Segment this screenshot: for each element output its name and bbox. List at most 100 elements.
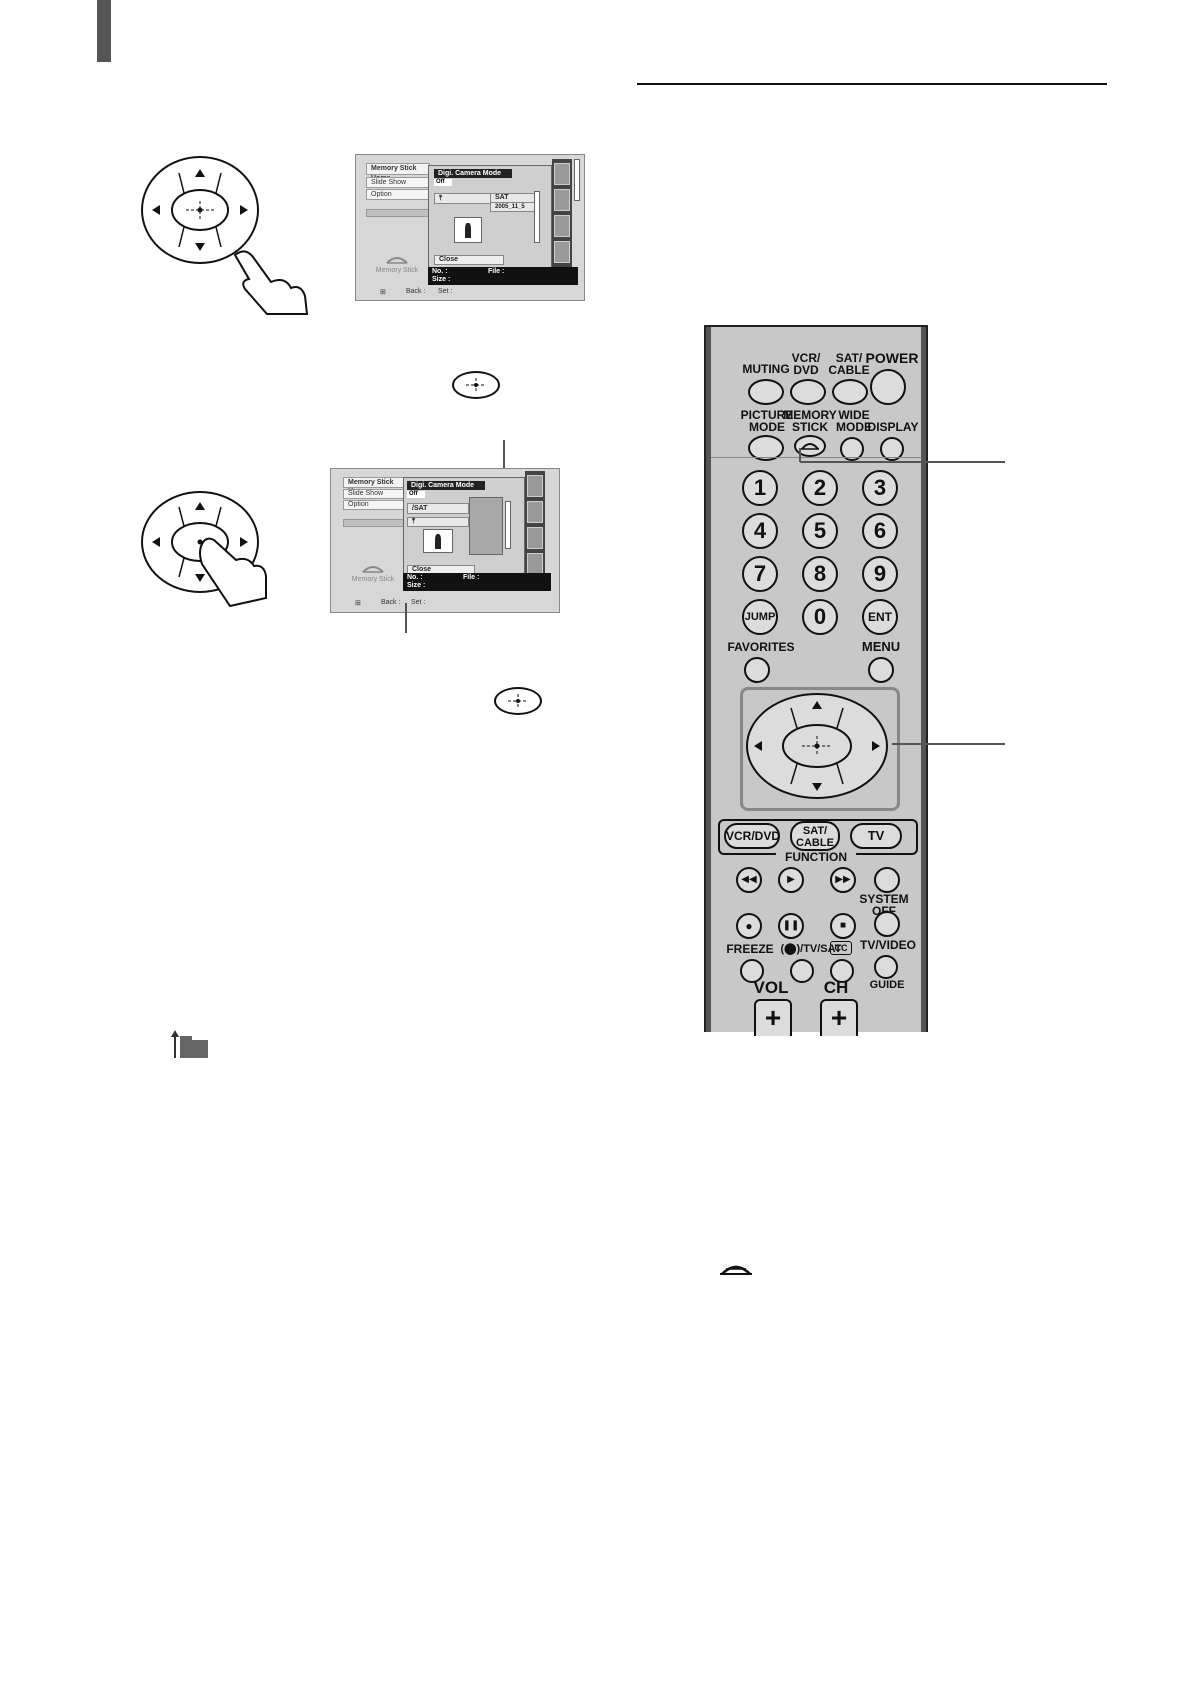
number-9-button[interactable]: 9: [862, 556, 898, 592]
camera-mode-label: Digi. Camera Mode: [407, 481, 485, 490]
footer-back: Back :: [406, 288, 426, 295]
tv-video-label: TV/VIDEO: [859, 938, 916, 952]
muting-button[interactable]: [748, 379, 784, 405]
number-3-button[interactable]: 3: [862, 470, 898, 506]
photo-thumbnail[interactable]: [454, 217, 482, 243]
vcr-dvd-button[interactable]: [790, 379, 826, 405]
pause-button[interactable]: ❚❚: [778, 913, 804, 939]
callout-dpad: [892, 743, 1005, 745]
photo-thumbnail[interactable]: [423, 529, 453, 553]
favorites-label: FAVORITES: [727, 640, 795, 654]
progress-bar: [366, 209, 430, 217]
number-8-button[interactable]: 8: [802, 556, 838, 592]
tv-sat-button[interactable]: [790, 959, 814, 983]
section-rule: [637, 83, 1107, 85]
memory-stick-logo-icon: [386, 257, 408, 264]
page-tab-marker: [97, 0, 111, 62]
footer-set: Set :: [411, 599, 426, 606]
dpad-press-center-illustration: [141, 491, 267, 608]
filmstrip-scrollbar[interactable]: [574, 159, 580, 201]
display-label: DISPLAY: [867, 420, 919, 434]
number-6-button[interactable]: 6: [862, 513, 898, 549]
remote-dpad[interactable]: [744, 691, 890, 801]
camera-mode-label: Digi. Camera Mode: [434, 169, 512, 178]
number-1-button[interactable]: 1: [742, 470, 778, 506]
vol-label: VOL: [753, 978, 789, 997]
folder-date: 2005_11_5: [490, 202, 538, 212]
blank-button[interactable]: [874, 867, 900, 893]
memory-stick-button[interactable]: [794, 435, 826, 457]
menu-title: Memory Stick Home: [366, 163, 430, 182]
menu-label: MENU: [861, 639, 901, 654]
up-folder-icon: [171, 1030, 208, 1058]
memory-stick-logo: Memory Stick: [343, 564, 403, 583]
volume-up-button[interactable]: +: [754, 999, 792, 1036]
down-arrow-icon: [812, 783, 822, 791]
menu-button[interactable]: [868, 657, 894, 683]
number-5-button[interactable]: 5: [802, 513, 838, 549]
filmstrip: [525, 471, 545, 585]
ch-label: CH: [823, 978, 849, 997]
function-sat-cable-button[interactable]: SAT/ CABLE: [790, 821, 840, 851]
folder-up-row[interactable]: ⤒: [434, 193, 492, 204]
memory-stick-logo-icon: [801, 443, 819, 450]
number-2-button[interactable]: 2: [802, 470, 838, 506]
stop-button[interactable]: ■: [830, 913, 856, 939]
memory-stick-logo-icon: [362, 566, 384, 573]
vcr-dvd-label: VCR/ DVD: [791, 351, 821, 377]
footer-move-icon: ⊞: [380, 289, 386, 296]
system-off-button[interactable]: [874, 911, 900, 937]
memory-stick-logo-icon: [720, 1265, 752, 1275]
right-arrow-icon: [872, 741, 880, 751]
rewind-button[interactable]: ◀◀: [736, 867, 762, 893]
tv-screen-memory-stick-home: Memory Stick Home Slide Show Option Memo…: [355, 154, 585, 301]
folder-name[interactable]: /SAT: [407, 503, 469, 514]
record-button[interactable]: ●: [736, 913, 762, 939]
freeze-label: FREEZE: [726, 942, 774, 956]
close-button[interactable]: Close: [434, 255, 504, 265]
slide-show-button[interactable]: Slide Show: [366, 177, 430, 188]
muting-label: MUTING: [742, 362, 790, 376]
option-button[interactable]: Option: [343, 500, 407, 510]
footer-set: Set :: [438, 288, 453, 295]
slide-show-button[interactable]: Slide Show: [343, 489, 407, 499]
filmstrip: [552, 159, 572, 275]
channel-up-button[interactable]: +: [820, 999, 858, 1036]
power-label: POWER: [865, 350, 919, 366]
picture-mode-label: PICTURE MODE: [740, 408, 794, 434]
tv-video-button[interactable]: [874, 955, 898, 979]
option-button[interactable]: Option: [366, 189, 430, 200]
menu-title: Memory Stick Home: [343, 477, 407, 495]
jump-button[interactable]: JUMP: [742, 599, 778, 635]
camera-mode-value[interactable]: Off: [434, 179, 452, 186]
freeze-button[interactable]: [740, 959, 764, 983]
wide-mode-label: WIDE MODE: [836, 408, 872, 434]
scrollbar[interactable]: [505, 501, 511, 549]
tv-sat-label: (⬤)/TV/SAT: [780, 943, 842, 955]
favorites-button[interactable]: [744, 657, 770, 683]
function-label: FUNCTION: [776, 851, 856, 863]
number-4-button[interactable]: 4: [742, 513, 778, 549]
cc-button[interactable]: [830, 959, 854, 983]
preview-area: [469, 497, 503, 555]
up-arrow-icon: [812, 701, 822, 709]
memory-stick-label: MEMORY STICK: [783, 408, 837, 434]
callout-line-preview: [503, 440, 505, 488]
number-0-button[interactable]: 0: [802, 599, 838, 635]
file-row[interactable]: ⤒: [407, 517, 469, 527]
picture-mode-button[interactable]: [748, 435, 784, 461]
number-7-button[interactable]: 7: [742, 556, 778, 592]
power-button[interactable]: [870, 369, 906, 405]
info-bar: No. : Size : File :: [428, 267, 578, 285]
play-button[interactable]: ▶: [778, 867, 804, 893]
ent-button[interactable]: ENT: [862, 599, 898, 635]
function-tv-button[interactable]: TV: [850, 823, 902, 849]
sat-cable-button[interactable]: [832, 379, 868, 405]
function-vcr-dvd-button[interactable]: VCR/DVD: [724, 823, 780, 849]
memory-stick-logo: Memory Stick: [366, 255, 428, 274]
fast-forward-button[interactable]: ▶▶: [830, 867, 856, 893]
callout-line-folder: [405, 603, 407, 633]
scrollbar[interactable]: [534, 191, 540, 243]
tv-screen-folder-view: Memory Stick Home Slide Show Option Memo…: [330, 468, 560, 613]
camera-mode-value[interactable]: Off: [407, 491, 425, 498]
